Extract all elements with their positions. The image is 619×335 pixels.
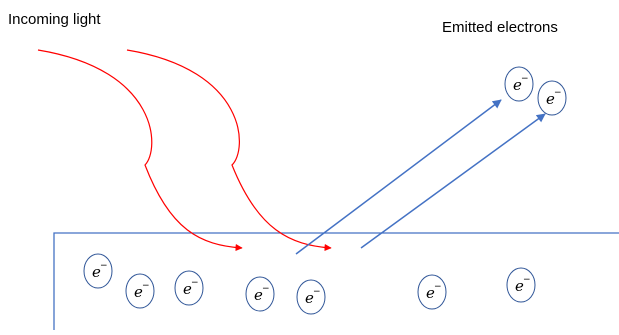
emitted-electron: e − <box>537 80 567 116</box>
bound-electron: e − <box>296 279 326 315</box>
electron-symbol: e <box>254 286 263 304</box>
electron-symbol: e <box>515 277 524 295</box>
incoming-light-ray <box>37 49 243 252</box>
electron-charge: − <box>523 275 531 285</box>
electron-symbol: e <box>513 76 522 94</box>
electron-symbol: e <box>546 90 555 108</box>
electron-charge: − <box>191 278 199 288</box>
emitted-electron-path <box>360 113 546 249</box>
emitted-electron-path <box>295 99 502 255</box>
metal-surface <box>53 232 619 330</box>
electron-charge: − <box>434 282 442 292</box>
emitted-electron: e − <box>504 66 534 102</box>
electron-symbol: e <box>92 263 101 281</box>
electron-charge: − <box>313 287 321 297</box>
bound-electron: e − <box>506 267 536 303</box>
electron-charge: − <box>100 261 108 271</box>
electron-symbol: e <box>183 280 192 298</box>
electron-charge: − <box>262 284 270 294</box>
bound-electron: e − <box>417 274 447 310</box>
bound-electron: e − <box>245 276 275 312</box>
bound-electron: e − <box>174 270 204 306</box>
electron-charge: − <box>142 281 150 291</box>
bound-electron: e − <box>83 253 113 289</box>
incoming-light-label: Incoming light <box>8 11 101 28</box>
electron-symbol: e <box>134 283 143 301</box>
electron-charge: − <box>554 88 562 98</box>
electron-symbol: e <box>305 289 314 307</box>
electron-charge: − <box>521 74 529 84</box>
emitted-electrons-label: Emitted electrons <box>442 19 558 36</box>
incoming-light-ray <box>126 49 332 252</box>
bound-electron: e − <box>125 273 155 309</box>
electron-symbol: e <box>426 284 435 302</box>
